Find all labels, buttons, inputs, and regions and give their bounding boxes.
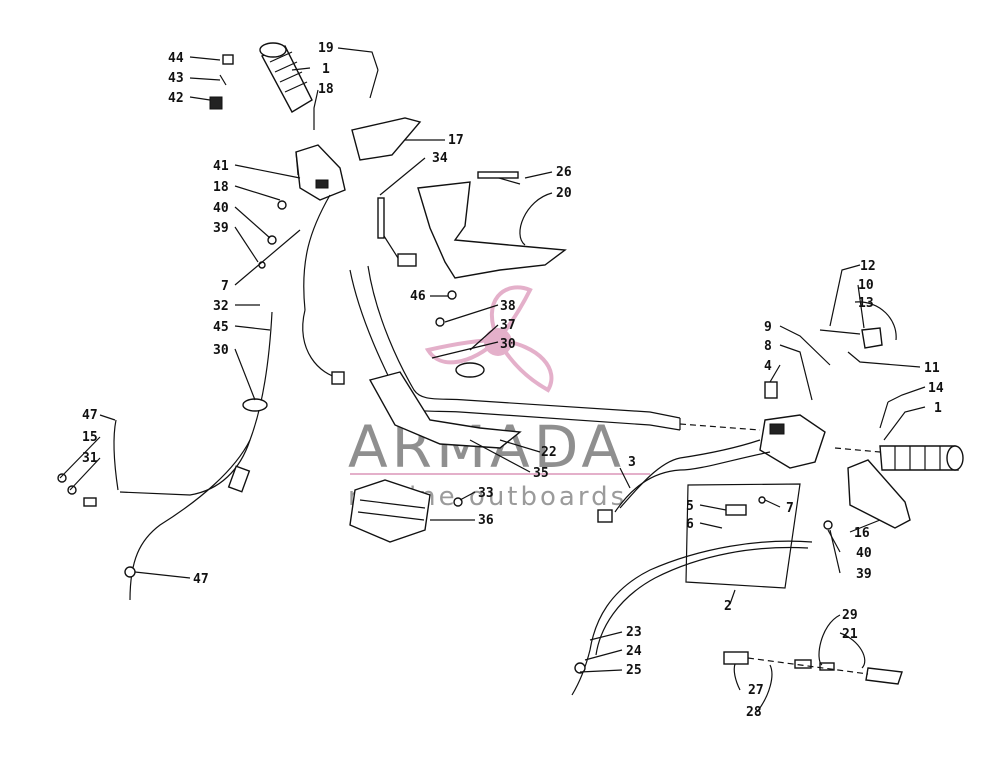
callout-1b: 1 — [934, 401, 942, 416]
callout-40: 40 — [213, 201, 229, 216]
callout-28: 28 — [746, 705, 762, 720]
callout-31: 31 — [82, 451, 98, 466]
callout-39b: 39 — [856, 567, 872, 582]
brake-lever-16 — [847, 459, 911, 529]
callout-42: 42 — [168, 91, 184, 106]
callout-14: 14 — [928, 381, 944, 396]
callout-2: 2 — [724, 599, 732, 614]
callout-35: 35 — [533, 466, 549, 481]
callout-numbers: 44 43 42 1 19 18 17 34 41 18 40 39 7 26 … — [82, 41, 944, 720]
callout-30b: 30 — [213, 343, 229, 358]
callout-5: 5 — [686, 499, 694, 514]
callout-1: 1 — [322, 62, 330, 77]
callout-19: 19 — [318, 41, 334, 56]
console-panel-20 — [417, 181, 567, 279]
callout-32: 32 — [213, 299, 229, 314]
left-control-housing — [295, 144, 346, 201]
callout-45: 45 — [213, 320, 229, 335]
callout-38: 38 — [500, 299, 516, 314]
left-grip — [259, 42, 313, 113]
callout-20: 20 — [556, 186, 572, 201]
callout-12: 12 — [860, 259, 876, 274]
callout-7: 7 — [221, 279, 229, 294]
callout-29: 29 — [842, 608, 858, 623]
callout-9: 9 — [764, 320, 772, 335]
callout-17: 17 — [448, 133, 464, 148]
callout-15: 15 — [82, 430, 98, 445]
callout-3: 3 — [628, 455, 636, 470]
callout-34: 34 — [432, 151, 448, 166]
callout-39: 39 — [213, 221, 229, 236]
throttle-cable-23 — [571, 540, 813, 696]
callout-25: 25 — [626, 663, 642, 678]
left-cable-7 — [303, 194, 331, 311]
callout-21: 21 — [842, 627, 858, 642]
callout-7b: 7 — [786, 501, 794, 516]
callout-47: 47 — [82, 408, 98, 423]
right-grip — [879, 445, 964, 471]
callout-30: 30 — [500, 337, 516, 352]
plate-2 — [685, 483, 801, 589]
callout-43: 43 — [168, 71, 184, 86]
callout-41: 41 — [213, 159, 229, 174]
callout-47b: 47 — [193, 572, 209, 587]
leader-lines — [59, 47, 926, 713]
bracket-42 — [209, 96, 223, 110]
callout-10: 10 — [858, 278, 874, 293]
propeller-logo-icon — [424, 285, 554, 393]
right-control-housing — [759, 381, 826, 469]
callout-46: 46 — [410, 289, 426, 304]
callout-6: 6 — [686, 517, 694, 532]
screw-44 — [222, 54, 234, 65]
handlebar-clamp-35 — [368, 371, 522, 449]
right-wire-3 — [614, 451, 771, 513]
pad-36 — [349, 479, 431, 543]
callout-11: 11 — [924, 361, 940, 376]
switch-34 — [377, 197, 385, 239]
callout-33: 33 — [478, 486, 494, 501]
callout-40b: 40 — [856, 546, 872, 561]
callout-8: 8 — [764, 339, 772, 354]
callout-18: 18 — [318, 82, 334, 97]
brake-lever-17 — [351, 117, 422, 161]
callout-23: 23 — [626, 625, 642, 640]
callout-26: 26 — [556, 165, 572, 180]
part-drawings — [57, 42, 964, 696]
callout-37: 37 — [500, 318, 516, 333]
callout-4: 4 — [764, 359, 772, 374]
callout-44: 44 — [168, 51, 184, 66]
callout-22: 22 — [541, 445, 557, 460]
callout-13: 13 — [858, 296, 874, 311]
connector-27 — [723, 651, 749, 665]
callout-16: 16 — [854, 526, 870, 541]
callout-27: 27 — [748, 683, 764, 698]
callout-18b: 18 — [213, 180, 229, 195]
callout-24: 24 — [626, 644, 642, 659]
callout-36: 36 — [478, 513, 494, 528]
